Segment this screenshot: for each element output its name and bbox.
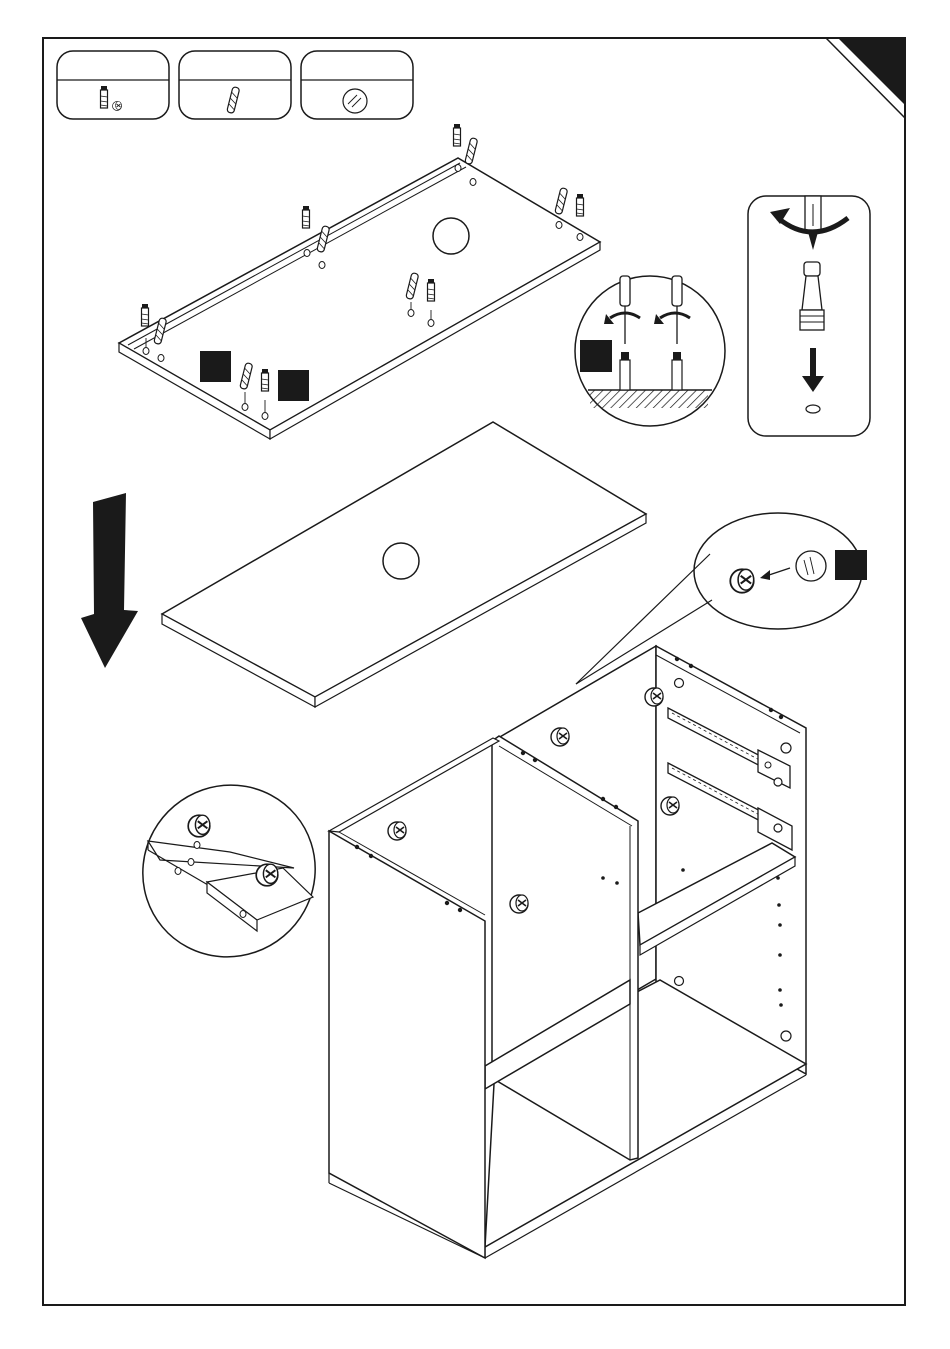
- hole-icon: [806, 405, 820, 413]
- cam-bolt-icon: [577, 194, 584, 216]
- dowel-icon: [555, 188, 568, 215]
- panel-marker-circle: [433, 218, 469, 254]
- plain-panel: [162, 422, 646, 707]
- top-panel-with-fittings: [119, 124, 600, 439]
- cover-cap-icon: [796, 551, 826, 581]
- dowel-icon: [465, 138, 478, 165]
- screwdriver-detail-callout: [575, 276, 725, 426]
- cam-lock-icon: [188, 815, 210, 837]
- cam-lock-join-detail-callout: [108, 750, 351, 992]
- cam-cover-detail-callout: [576, 513, 867, 684]
- cam-bolt-icon: [262, 369, 269, 391]
- cam-lock-icon: [388, 822, 406, 840]
- cam-lock-icon: [645, 688, 663, 706]
- cam-lock-icon: [551, 728, 569, 746]
- cam-lock-icon: [113, 102, 122, 111]
- callout-marker-square: [835, 550, 867, 580]
- cam-bolt-icon: [454, 124, 461, 146]
- parts-legend: [57, 51, 413, 119]
- parts-legend-cover-cap-cell: [301, 51, 413, 119]
- cabinet-carcass: [329, 646, 806, 1258]
- cover-cap-icon: [343, 89, 367, 113]
- cam-lock-icon: [661, 797, 679, 815]
- insert-bolt-detail-box: [748, 196, 870, 436]
- corner-step-marker: [838, 38, 905, 105]
- cam-bolt-icon: [428, 279, 435, 301]
- panel-marker-circle: [383, 543, 419, 579]
- panel-marker-square: [278, 370, 309, 401]
- parts-legend-dowel-cell: [179, 51, 291, 119]
- cam-bolt-icon: [800, 262, 824, 330]
- cam-bolt-icon: [101, 86, 108, 108]
- panel-marker-square: [200, 351, 231, 382]
- cam-lock-icon: [510, 895, 528, 913]
- cam-lock-icon: [730, 569, 753, 592]
- cam-lock-icon: [256, 864, 278, 886]
- cam-bolt-icon: [303, 206, 310, 228]
- callout-marker-square: [580, 340, 612, 372]
- down-arrow-icon: [81, 493, 138, 668]
- parts-legend-cam-bolt-cell: [57, 51, 169, 119]
- cam-bolt-icon: [142, 304, 149, 326]
